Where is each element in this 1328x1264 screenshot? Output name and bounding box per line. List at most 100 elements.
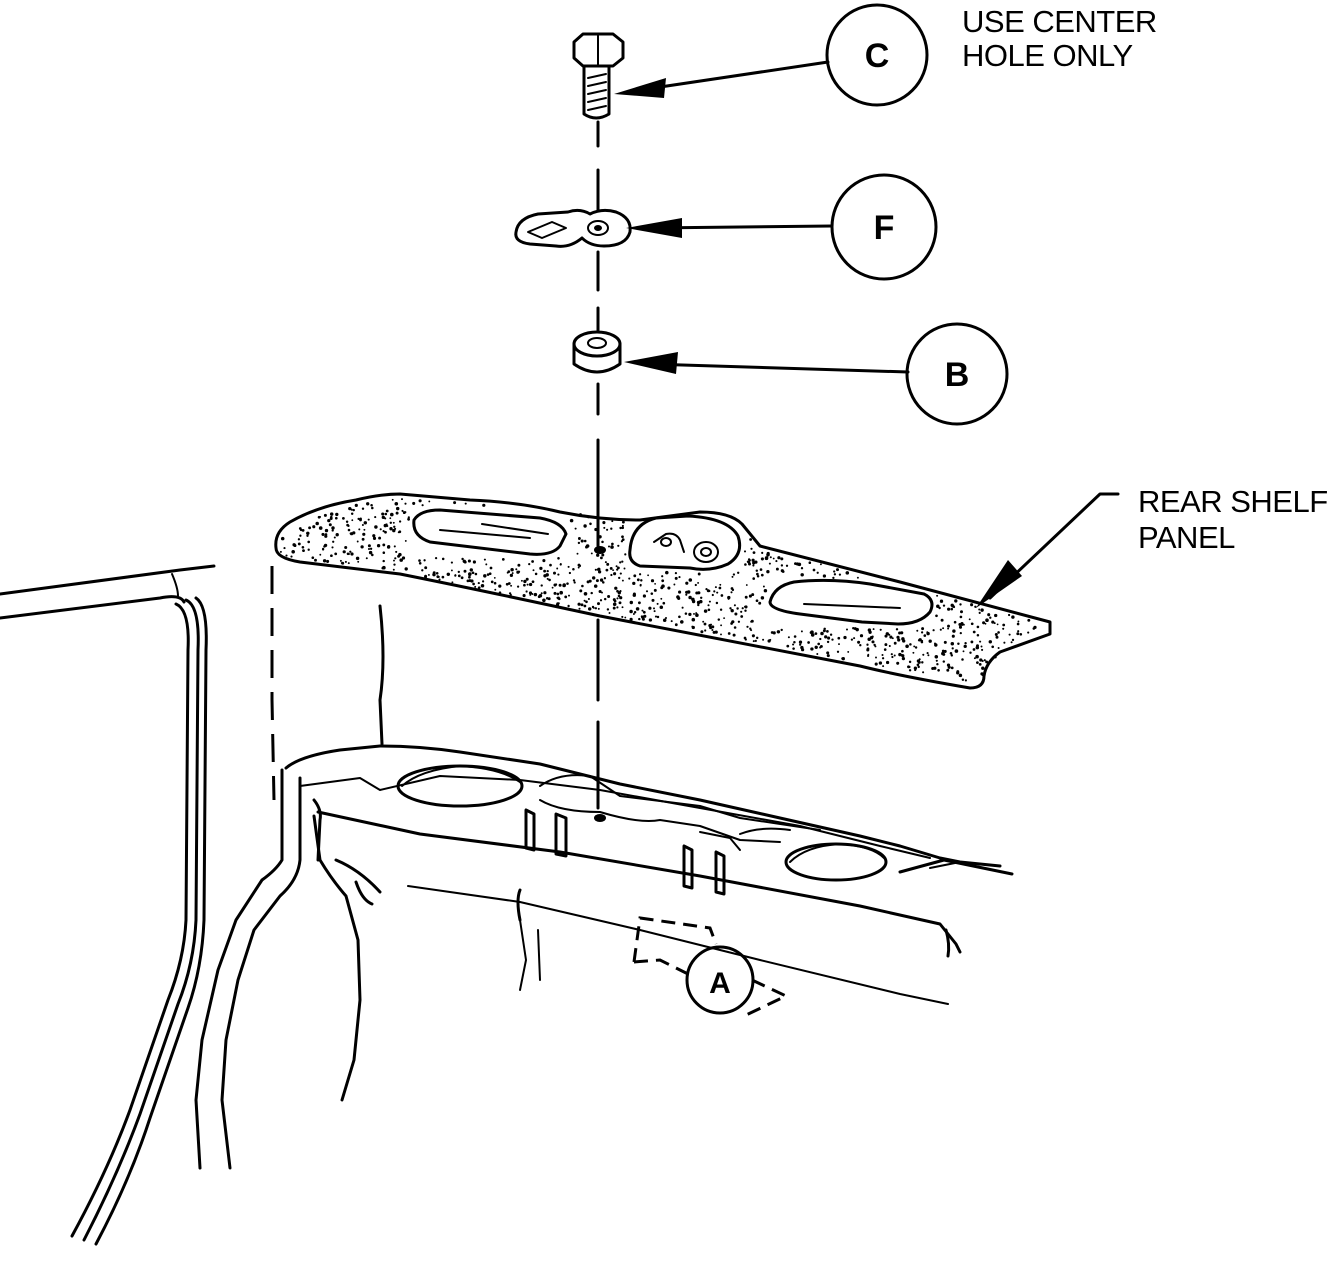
stipple-dot <box>995 635 999 639</box>
stipple-dot <box>586 515 590 519</box>
stipple-dot <box>483 558 486 561</box>
stipple-dot <box>351 519 354 522</box>
stipple-dot <box>798 640 803 644</box>
stipple-dot <box>362 532 366 536</box>
stipple-dot <box>922 653 925 656</box>
stipple-dot <box>511 572 514 575</box>
stipple-dot <box>923 634 927 637</box>
stipple-dot <box>577 537 581 540</box>
stipple-dot <box>705 587 708 591</box>
stipple-dot <box>585 600 588 604</box>
stipple-dot <box>412 501 416 505</box>
stipple-dot <box>632 613 635 615</box>
stipple-dot <box>589 522 592 526</box>
stipple-dot <box>882 665 885 668</box>
stipple-dot <box>621 538 625 541</box>
stipple-dot <box>315 521 319 526</box>
stipple-dot <box>418 559 421 562</box>
stipple-dot <box>867 628 872 632</box>
stipple-dot <box>382 551 386 554</box>
stipple-dot <box>905 644 909 649</box>
stipple-dot <box>769 556 772 559</box>
stipple-dot <box>381 515 385 520</box>
stipple-dot <box>611 542 614 546</box>
stipple-dot <box>441 557 445 561</box>
stipple-dot <box>719 583 722 586</box>
stipple-dot <box>576 552 579 555</box>
stipple-dot <box>648 606 652 610</box>
stipple-dot <box>390 512 394 517</box>
stipple-dot <box>946 668 950 672</box>
stipple-dot <box>909 643 912 646</box>
stipple-dot <box>820 631 824 636</box>
stipple-dot <box>754 639 757 643</box>
stipple-dot <box>760 596 765 600</box>
callout-b-label: B <box>945 356 970 394</box>
stipple-dot <box>384 512 388 516</box>
stipple-dot <box>418 499 422 503</box>
stipple-dot <box>950 607 954 611</box>
stipple-dot <box>558 583 562 587</box>
stipple-dot <box>750 620 753 623</box>
stipple-dot <box>451 581 454 584</box>
stipple-dot <box>607 594 611 599</box>
stipple-dot <box>597 602 600 606</box>
stipple-dot <box>577 541 581 545</box>
stipple-dot <box>350 508 353 511</box>
stipple-dot <box>328 523 332 527</box>
stipple-dot <box>667 586 671 590</box>
stipple-dot <box>737 571 740 574</box>
stipple-dot <box>719 608 723 611</box>
stipple-dot <box>583 592 588 596</box>
stipple-dot <box>749 538 752 541</box>
stipple-dot <box>334 552 338 556</box>
stipple-dot <box>1011 638 1015 642</box>
stipple-dot <box>307 540 311 544</box>
stipple-dot <box>616 597 619 600</box>
stipple-dot <box>389 521 392 524</box>
stipple-dot <box>872 628 875 631</box>
stipple-dot <box>697 572 701 576</box>
stipple-dot <box>994 655 997 659</box>
stipple-dot <box>621 524 624 527</box>
stipple-dot <box>588 579 592 583</box>
stipple-dot <box>545 573 549 577</box>
stipple-dot <box>361 537 365 541</box>
stipple-dot <box>537 595 541 599</box>
stipple-dot <box>556 602 560 606</box>
stipple-dot <box>673 583 676 586</box>
stipple-dot <box>580 603 584 607</box>
stipple-dot <box>952 605 956 609</box>
stipple-dot <box>341 561 345 565</box>
stipple-dot <box>326 559 330 563</box>
stipple-dot <box>975 654 979 659</box>
stipple-dot <box>339 559 342 562</box>
stipple-dot <box>480 584 485 588</box>
stipple-dot <box>546 569 549 573</box>
stipple-dot <box>501 558 505 561</box>
stipple-dot <box>942 660 946 663</box>
stipple-dot <box>900 631 904 635</box>
stipple-dot <box>1010 641 1013 644</box>
stipple-dot <box>819 644 823 648</box>
stipple-dot <box>958 673 963 678</box>
stipple-dot <box>959 615 963 619</box>
stipple-dot <box>756 572 759 576</box>
stipple-dot <box>568 571 572 575</box>
stipple-dot <box>685 593 688 596</box>
stipple-dot <box>397 554 401 558</box>
stipple-dot <box>474 585 477 588</box>
bolt <box>572 32 625 120</box>
stipple-dot <box>953 620 957 624</box>
stipple-dot <box>787 636 790 639</box>
stipple-dot <box>829 633 833 636</box>
stipple-dot <box>867 653 870 656</box>
stipple-dot <box>367 547 371 551</box>
stipple-dot <box>807 641 810 644</box>
stipple-dot <box>531 560 534 563</box>
stipple-dot <box>713 590 716 593</box>
stipple-dot <box>350 512 354 515</box>
stipple-dot <box>914 669 917 672</box>
stipple-dot <box>370 504 373 507</box>
stipple-dot <box>471 571 475 575</box>
